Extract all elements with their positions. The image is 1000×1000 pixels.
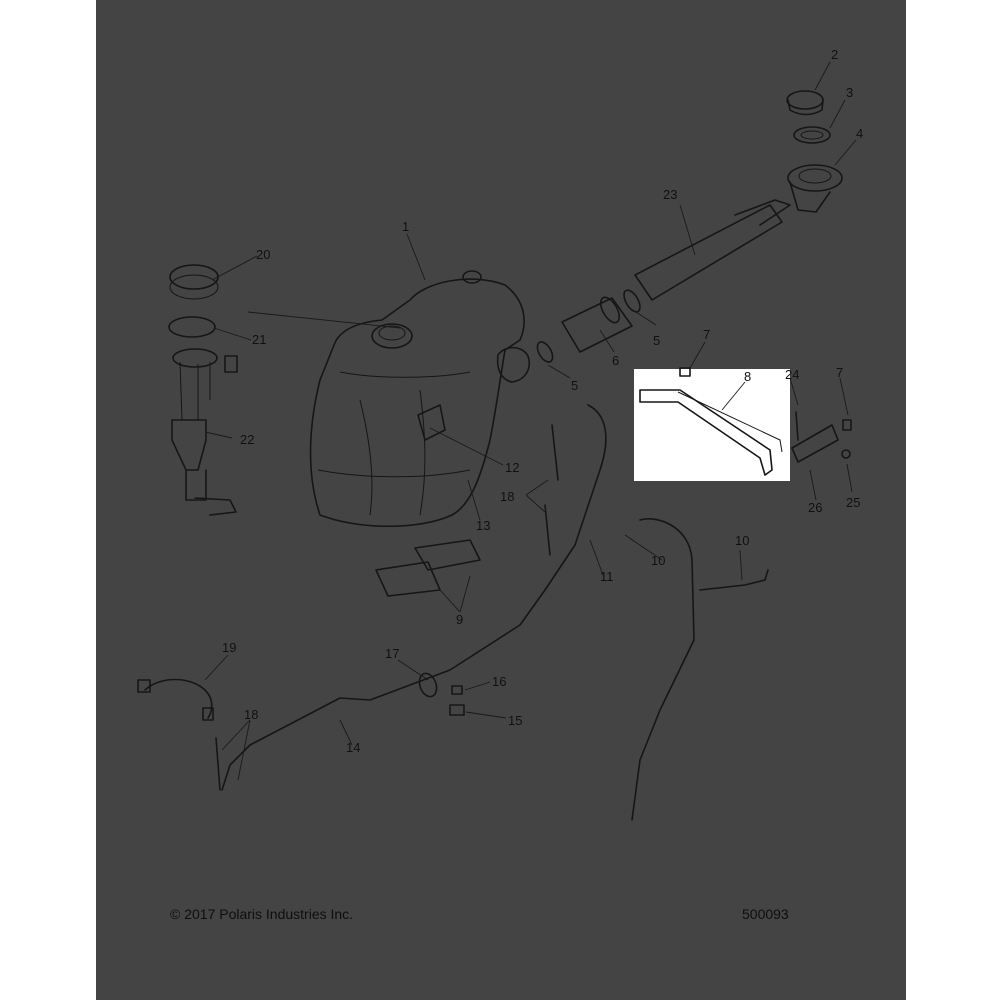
callout-8: 8: [744, 369, 751, 384]
callout-5-upper: 5: [653, 333, 660, 348]
drawing-number: 500093: [742, 906, 789, 922]
tank-bracket: [639, 389, 783, 476]
bolt-7-left: [679, 367, 691, 377]
callout-6: 6: [612, 353, 619, 368]
callout-1: 1: [402, 219, 409, 234]
callout-16: 16: [492, 674, 506, 689]
callout-7-right: 7: [836, 365, 843, 380]
clip-17: [418, 672, 438, 698]
vent-line: [221, 404, 607, 791]
callout-11: 11: [600, 569, 614, 584]
callout-7-left: 7: [703, 327, 710, 342]
cap-gasket: [793, 126, 831, 144]
clip-15: [449, 704, 465, 716]
callout-15: 15: [508, 713, 522, 728]
callout-12: 12: [505, 460, 519, 475]
pump-seal: [168, 316, 216, 338]
callout-24: 24: [785, 367, 799, 382]
callout-5-lower: 5: [571, 378, 578, 393]
fuel-tank: [309, 270, 530, 528]
leader-lines: [204, 61, 857, 781]
callout-14: 14: [346, 740, 360, 755]
callout-20: 20: [256, 247, 270, 262]
callout-3: 3: [846, 85, 853, 100]
return-line: [631, 518, 769, 821]
bolt-7-right: [842, 419, 852, 431]
callout-4: 4: [856, 126, 863, 141]
callout-21: 21: [252, 332, 266, 347]
filler-hose: [561, 296, 633, 353]
fuel-pump: [171, 348, 238, 516]
callout-23: 23: [663, 187, 677, 202]
callout-18-lower: 18: [244, 707, 258, 722]
tank-pads: [375, 539, 481, 597]
mount-plate: [791, 424, 839, 463]
copyright-notice: © 2017 Polaris Industries Inc.: [170, 906, 354, 922]
fuel-cap: [786, 90, 824, 116]
callout-25: 25: [846, 495, 860, 510]
fuel-line-19: [137, 678, 214, 721]
callout-18-upper: 18: [500, 489, 514, 504]
callout-numbers: 1 2 3 4 5 5 6 7 7 8 9 10 10 11 12 13 14 …: [222, 47, 863, 755]
callout-13: 13: [476, 518, 490, 533]
callout-2: 2: [831, 47, 838, 62]
callout-26: 26: [808, 500, 822, 515]
filler-neck: [787, 164, 843, 213]
callout-10-right: 10: [735, 533, 749, 548]
filler-tube: [634, 199, 791, 301]
callout-22: 22: [240, 432, 254, 447]
callout-10-left: 10: [651, 553, 665, 568]
clip-16: [451, 685, 463, 695]
tie-strap-18-upper: [544, 424, 559, 556]
callout-17: 17: [385, 646, 399, 661]
screw-24: [795, 411, 799, 441]
tie-strap-18-lower: [215, 737, 221, 791]
callout-19: 19: [222, 640, 236, 655]
pump-lock-ring: [169, 264, 219, 300]
callout-9: 9: [456, 612, 463, 627]
hose-clamp-upper: [623, 289, 641, 313]
diagram-sheet: [96, 0, 906, 1000]
hose-clamp-lower: [536, 341, 554, 363]
nut-25: [841, 449, 851, 459]
